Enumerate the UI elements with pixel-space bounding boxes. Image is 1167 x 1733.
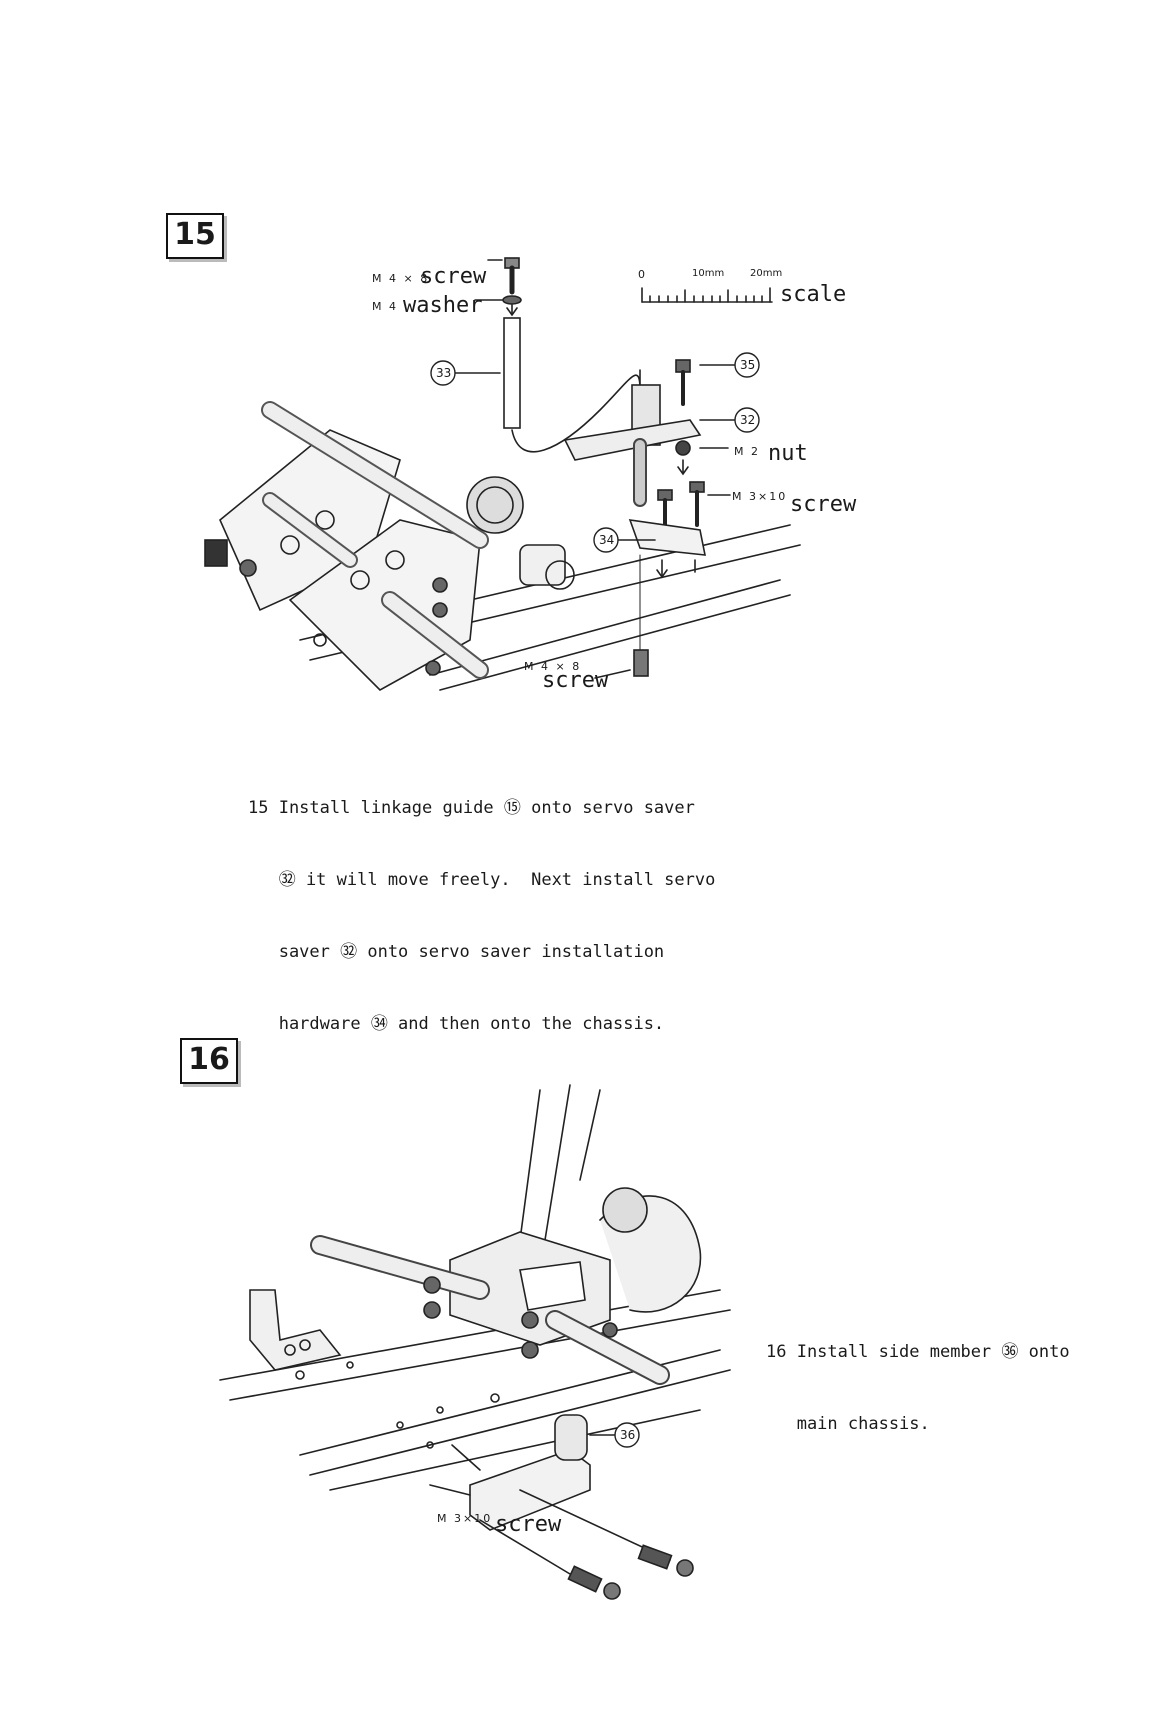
bottom-screw-size-label: M 4 × 8 (524, 660, 582, 673)
scale-20mm-label: 20mm (750, 268, 783, 279)
instruction-line: saver ㉜ onto servo saver installation (248, 942, 665, 962)
instruction-line: 16 Install side member ㊱ onto (766, 1342, 1070, 1362)
nut-label: nut (768, 441, 808, 466)
scale-label: scale (780, 282, 847, 307)
instruction-line: hardware ㉞ and then onto the chassis. (248, 1014, 665, 1034)
instruction-line: main chassis. (766, 1414, 930, 1434)
m3-screw-label: screw (790, 492, 857, 517)
step-16-screw-size-label: M 3×10 (437, 1512, 493, 1525)
step-16-badge: 16 (180, 1038, 238, 1084)
bottom-screw-label: screw (542, 668, 609, 693)
step-15-badge: 15 (166, 213, 224, 259)
m3-screw-size-label: M 3×10 (732, 490, 788, 503)
washer-size-label: M 4 (372, 300, 398, 313)
scale-10mm-label: 10mm (692, 268, 725, 279)
top-screw-size-label: M 4 × 8 (372, 272, 430, 285)
part-35-number: 35 (740, 358, 756, 372)
part-32-number: 32 (740, 413, 756, 427)
instruction-line: 15 Install linkage guide ⑮ onto servo sa… (248, 798, 695, 818)
step-16-screw-label: screw (495, 1512, 562, 1537)
washer-label: washer (403, 293, 483, 318)
nut-size-label: M 2 (734, 445, 760, 458)
top-screw-label: screw (420, 264, 487, 289)
part-36-number: 36 (620, 1428, 636, 1442)
step-15-instructions: 15 Install linkage guide ⑮ onto servo sa… (248, 748, 715, 1084)
scale-zero-label: 0 (638, 268, 645, 281)
part-34-number: 34 (599, 533, 615, 547)
step-16-instructions: 16 Install side member ㊱ onto main chass… (766, 1292, 1070, 1484)
part-33-number: 33 (436, 366, 452, 380)
instruction-line: ㉜ it will move freely. Next install serv… (248, 870, 716, 890)
